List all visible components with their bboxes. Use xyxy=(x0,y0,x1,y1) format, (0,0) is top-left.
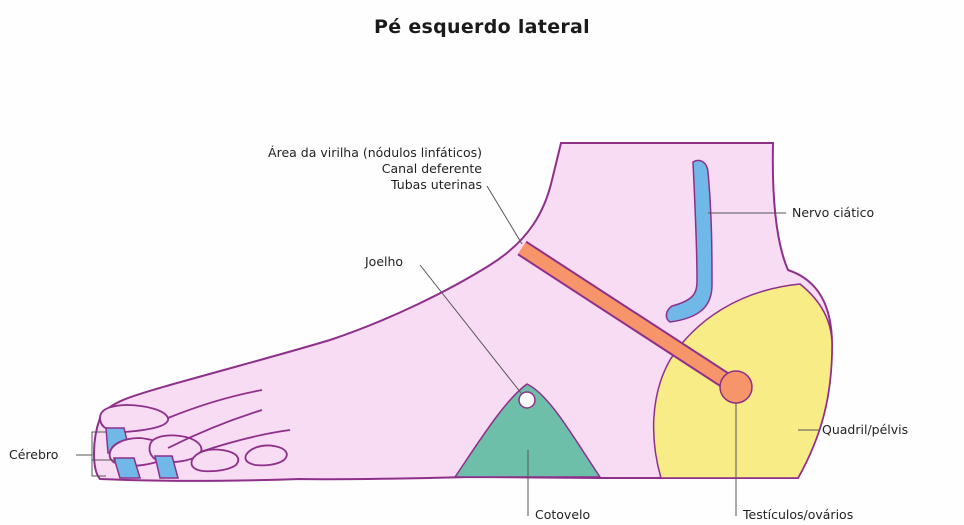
label-brain: Cérebro xyxy=(9,447,58,462)
knee-point xyxy=(518,391,536,409)
label-gonads: Testículos/ovários xyxy=(742,507,853,522)
sciatic-nerve-zone xyxy=(665,159,713,323)
label-groin-line3: Tubas uterinas xyxy=(390,177,482,192)
elbow-zone xyxy=(453,383,602,478)
groin-band-fill xyxy=(518,242,738,392)
toe-fourth xyxy=(190,448,240,473)
label-knee: Joelho xyxy=(364,254,403,269)
leader-brain-bracket xyxy=(91,431,106,477)
diagram-title: Pé esquerdo lateral xyxy=(374,16,590,38)
foot-outline xyxy=(93,142,834,482)
crease-line-1 xyxy=(167,389,263,419)
crease-line-2 xyxy=(167,409,263,449)
label-groin-line2: Canal deferente xyxy=(382,161,483,176)
leader-groin xyxy=(486,185,523,245)
toe-third-blue xyxy=(154,455,179,479)
testicles-ovaries-point xyxy=(719,370,753,404)
label-elbow: Cotovelo xyxy=(535,507,590,522)
toe-fifth xyxy=(244,444,288,467)
label-hip: Quadril/pélvis xyxy=(822,422,908,437)
label-groin-line1: Área da virilha (nódulos linfáticos) xyxy=(268,145,482,160)
leader-knee xyxy=(419,264,522,394)
label-sciatic: Nervo ciático xyxy=(792,205,874,220)
toe-second-blue xyxy=(112,457,142,479)
crease-line-3 xyxy=(199,429,291,453)
